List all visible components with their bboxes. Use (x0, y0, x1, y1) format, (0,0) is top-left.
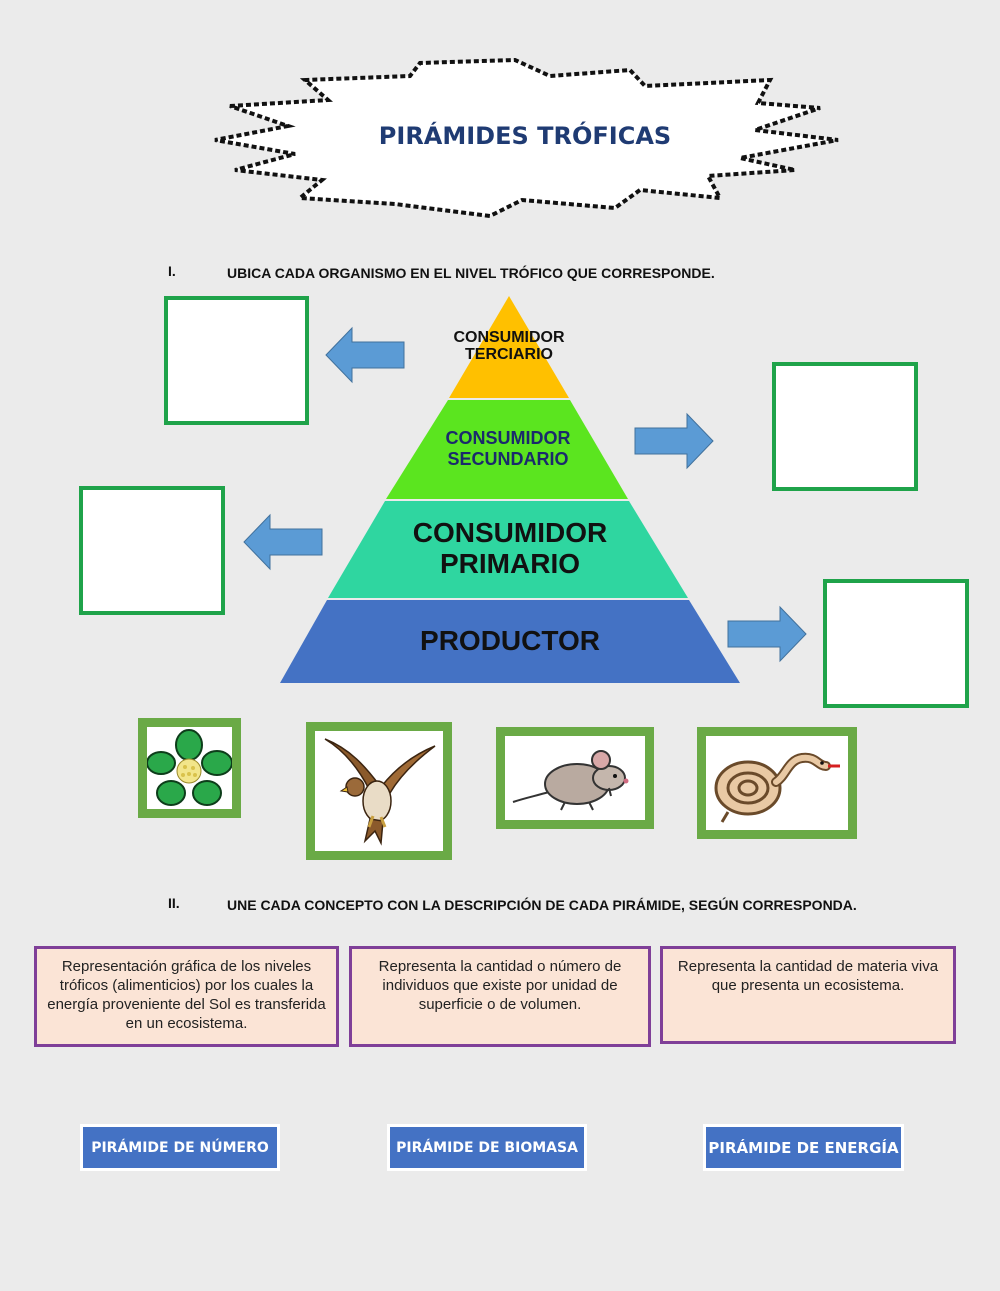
level-tertiary-line1: CONSUMIDOR (453, 329, 565, 346)
organism-card-snake[interactable] (697, 727, 857, 839)
snake-icon (714, 752, 840, 823)
arrow-left-primary-icon (243, 513, 323, 571)
organism-card-hawk[interactable] (306, 722, 452, 860)
section-1-number: I. (168, 263, 176, 279)
hawk-icon (324, 738, 436, 846)
level-producer-shape (280, 600, 740, 683)
level-tertiary-shape (449, 296, 569, 398)
level-tertiary-line2: TERCIARIO (465, 346, 553, 363)
arrow-right-secondary-icon (634, 412, 714, 470)
trophic-pyramid: CONSUMIDOR TERCIARIO CONSUMIDOR SECUNDAR… (280, 296, 740, 683)
description-box-biomass[interactable]: Representa la cantidad de materia viva q… (660, 946, 956, 1044)
level-secondary-line2: SECUNDARIO (447, 449, 568, 469)
arrow-right-producer-icon (727, 605, 807, 663)
concept-pyramid-number[interactable]: PIRÁMIDE DE NÚMERO (80, 1124, 280, 1171)
concept-pyramid-energy[interactable]: PIRÁMIDE DE ENERGÍA (703, 1124, 904, 1171)
level-primary-line2: PRIMARIO (440, 548, 580, 579)
section-2-instruction: UNE CADA CONCEPTO CON LA DESCRIPCIÓN DE … (227, 897, 857, 913)
section-1-instruction: UBICA CADA ORGANISMO EN EL NIVEL TRÓFICO… (227, 265, 715, 281)
description-box-energy[interactable]: Representación gráfica de los niveles tr… (34, 946, 339, 1047)
mouse-icon (512, 750, 629, 811)
organism-card-flower[interactable] (138, 718, 241, 818)
drop-box-primary[interactable] (79, 486, 225, 615)
flower-icon (147, 729, 232, 806)
title-burst-shape (214, 58, 839, 218)
level-primary-line1: CONSUMIDOR (413, 517, 607, 548)
concept-pyramid-biomass[interactable]: PIRÁMIDE DE BIOMASA (387, 1124, 587, 1171)
level-primary-shape (328, 501, 688, 598)
page-title: PIRÁMIDES TRÓFICAS (378, 122, 672, 150)
drop-box-producer[interactable] (823, 579, 969, 708)
level-secondary-shape (386, 400, 628, 499)
section-2-number: II. (168, 895, 180, 911)
arrow-left-tertiary-icon (325, 326, 405, 384)
organism-card-mouse[interactable] (496, 727, 654, 829)
level-producer-label: PRODUCTOR (420, 625, 600, 656)
drop-box-tertiary[interactable] (164, 296, 309, 425)
level-secondary-line1: CONSUMIDOR (446, 428, 571, 448)
description-box-number[interactable]: Representa la cantidad o número de indiv… (349, 946, 651, 1047)
drop-box-secondary[interactable] (772, 362, 918, 491)
